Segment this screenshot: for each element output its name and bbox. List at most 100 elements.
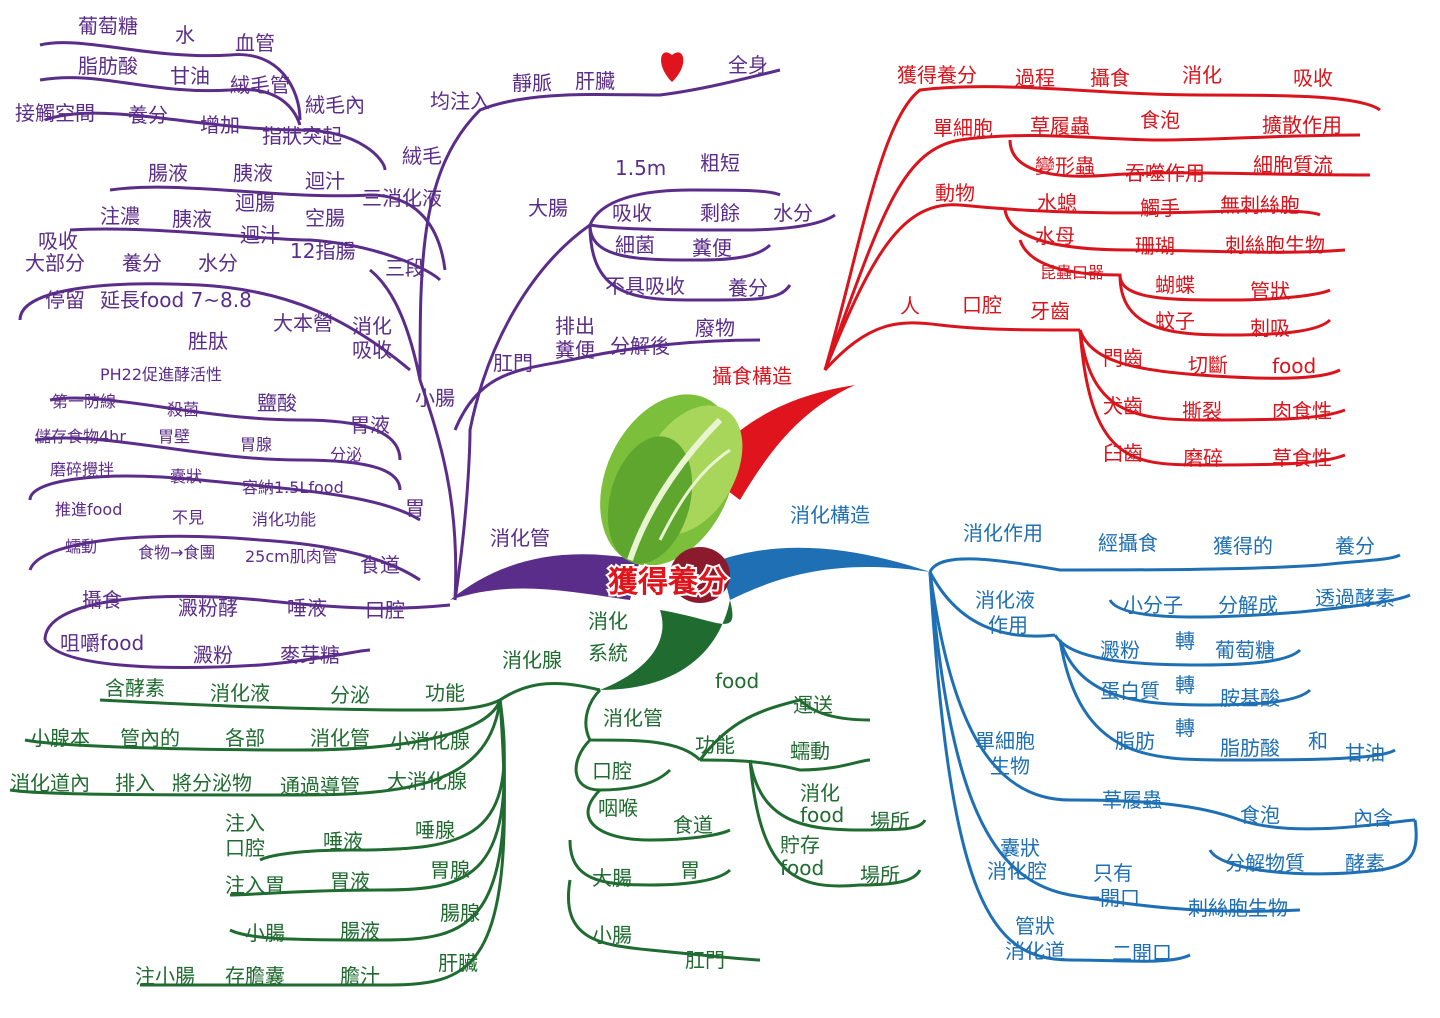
node-label: 唾液 [323, 829, 363, 853]
center-node: 獲得養分 [450, 385, 930, 690]
node-label: 迴腸 [235, 191, 275, 215]
node-label: 血管 [235, 31, 275, 55]
node-label: 場所 [860, 863, 900, 887]
node-label: 消化道內 [10, 771, 90, 795]
large-intestine-labels: 大腸 1.5m 粗短 吸收 剩餘 水分 細菌 糞便 不具吸收 養分 肛門 排出 … [493, 151, 813, 375]
node-label: 12指腸 [290, 239, 355, 263]
node-label: 消化管 [603, 706, 663, 730]
node-label: 經攝食 [1098, 531, 1158, 555]
node-label: 攝食 [82, 588, 122, 612]
node-label: 分解物質 [1225, 851, 1305, 875]
node-label: 注入 [225, 811, 265, 835]
node-label: 不見 [172, 508, 204, 527]
node-label: 絨毛內 [305, 93, 365, 117]
node-label: 咀嚼food [60, 631, 144, 655]
node-label: 消化腺 [502, 648, 562, 672]
node-label: 粗短 [700, 151, 740, 175]
node-label: 水螅 [1037, 191, 1077, 215]
node-label: 切斷 [1188, 353, 1228, 377]
node-label: 轉 [1175, 716, 1195, 740]
node-label: 分泌 [330, 683, 370, 707]
node-label: 容納1.5Lfood [242, 478, 344, 497]
node-label: 儲存食物4hr [35, 427, 126, 446]
node-label: 排出 [555, 314, 595, 338]
node-label: 吸收 [612, 201, 652, 225]
node-label: 消化管 [310, 726, 370, 750]
node-label: 指狀突起 [262, 124, 342, 148]
node-label: 蝴蝶 [1155, 273, 1195, 297]
digest-system-labels: 消化 系統 消化管 food 運送 功能 蠕動 口腔 咽喉 食道 消化 food… [588, 609, 910, 972]
node-label: 肛門 [685, 948, 725, 972]
node-label: 食道 [360, 553, 400, 577]
node-label: 食泡 [1140, 108, 1180, 132]
node-label: 停留 [45, 288, 85, 312]
node-label: 迴汁 [240, 223, 280, 247]
node-label: 管狀 [1250, 279, 1290, 303]
node-label: 膽汁 [340, 964, 380, 988]
wedge-red [700, 385, 855, 500]
node-label: 攝食構造 [712, 364, 792, 388]
node-label: 唾腺 [415, 818, 455, 842]
node-label: 第一防線 [52, 392, 116, 411]
node-label: 運送 [793, 693, 833, 717]
node-label: 肝臟 [575, 69, 615, 93]
node-label: 通過導管 [280, 774, 360, 798]
node-label: 剩餘 [700, 201, 740, 225]
node-label: 系統 [588, 641, 628, 665]
node-label: food [780, 856, 824, 880]
node-label: 食道 [673, 813, 713, 837]
node-label: 犬齒 [1103, 394, 1143, 418]
branch-glands [9, 682, 601, 987]
heart-icon [661, 52, 684, 82]
node-label: 透過酵素 [1315, 586, 1395, 610]
node-label: 人 [900, 294, 920, 318]
node-label: 和 [1308, 729, 1328, 753]
node-label: 蛋白質 [1100, 679, 1160, 703]
node-label: 獲得的 [1213, 534, 1273, 558]
node-label: 撕裂 [1182, 399, 1222, 423]
node-label: 肛門 [493, 351, 533, 375]
node-label: 管狀 [1015, 914, 1055, 938]
node-label: 分泌 [330, 445, 362, 464]
node-label: 轉 [1175, 629, 1195, 653]
node-label: 吞噬作用 [1125, 161, 1205, 185]
node-label: 單細胞 [975, 729, 1035, 753]
node-label: 葡萄糖 [78, 14, 138, 38]
wedge-blue [720, 547, 930, 600]
node-label: 水分 [773, 201, 813, 225]
node-label: 酵素 [1345, 851, 1385, 875]
node-label: 小腸 [415, 386, 455, 410]
node-label: 無刺絲胞 [1220, 193, 1300, 217]
node-label: 蚊子 [1155, 309, 1195, 333]
branch-digest-structure [928, 553, 1418, 963]
node-label: 生物 [990, 754, 1030, 778]
node-label: 水 [175, 23, 195, 47]
node-label: 單細胞 [933, 116, 993, 140]
node-label: 絨毛 [402, 144, 442, 168]
node-label: food [800, 803, 844, 827]
node-label: 肉食性 [1272, 399, 1332, 423]
node-label: 消化 [588, 609, 628, 633]
node-label: 水分 [198, 251, 238, 275]
node-label: 囊狀 [170, 467, 202, 486]
node-label: 麥芽糖 [280, 643, 340, 667]
node-label: 脂肪酸 [1220, 736, 1280, 760]
node-label: 消化功能 [252, 510, 316, 529]
node-label: 澱粉 [1100, 638, 1140, 662]
node-label: 靜脈 [512, 71, 552, 95]
glands-labels: 消化腺 含酵素 消化液 分泌 功能 小腺本 管內的 各部 消化管 小消化腺 消化… [10, 648, 562, 988]
tract-labels: 葡萄糖 水 血管 脂肪酸 甘油 絨毛管 接觸空間 養分 增加 指狀突起 絨毛內 … [15, 14, 768, 667]
wedge-green [600, 600, 733, 690]
node-label: 注入胃 [225, 873, 285, 897]
branch-tract [18, 41, 781, 669]
node-label: 變形蟲 [1035, 154, 1095, 178]
node-label: 均注入 [430, 89, 490, 113]
node-label: 消化 [352, 314, 392, 338]
node-label: 25cm肌肉管 [245, 547, 338, 566]
node-label: 大部分 [25, 251, 85, 275]
lettuce-icon [600, 394, 743, 603]
node-label: 消化 [1182, 63, 1222, 87]
node-label: 脂肪 [1115, 729, 1155, 753]
node-label: 小腺本 [30, 726, 90, 750]
